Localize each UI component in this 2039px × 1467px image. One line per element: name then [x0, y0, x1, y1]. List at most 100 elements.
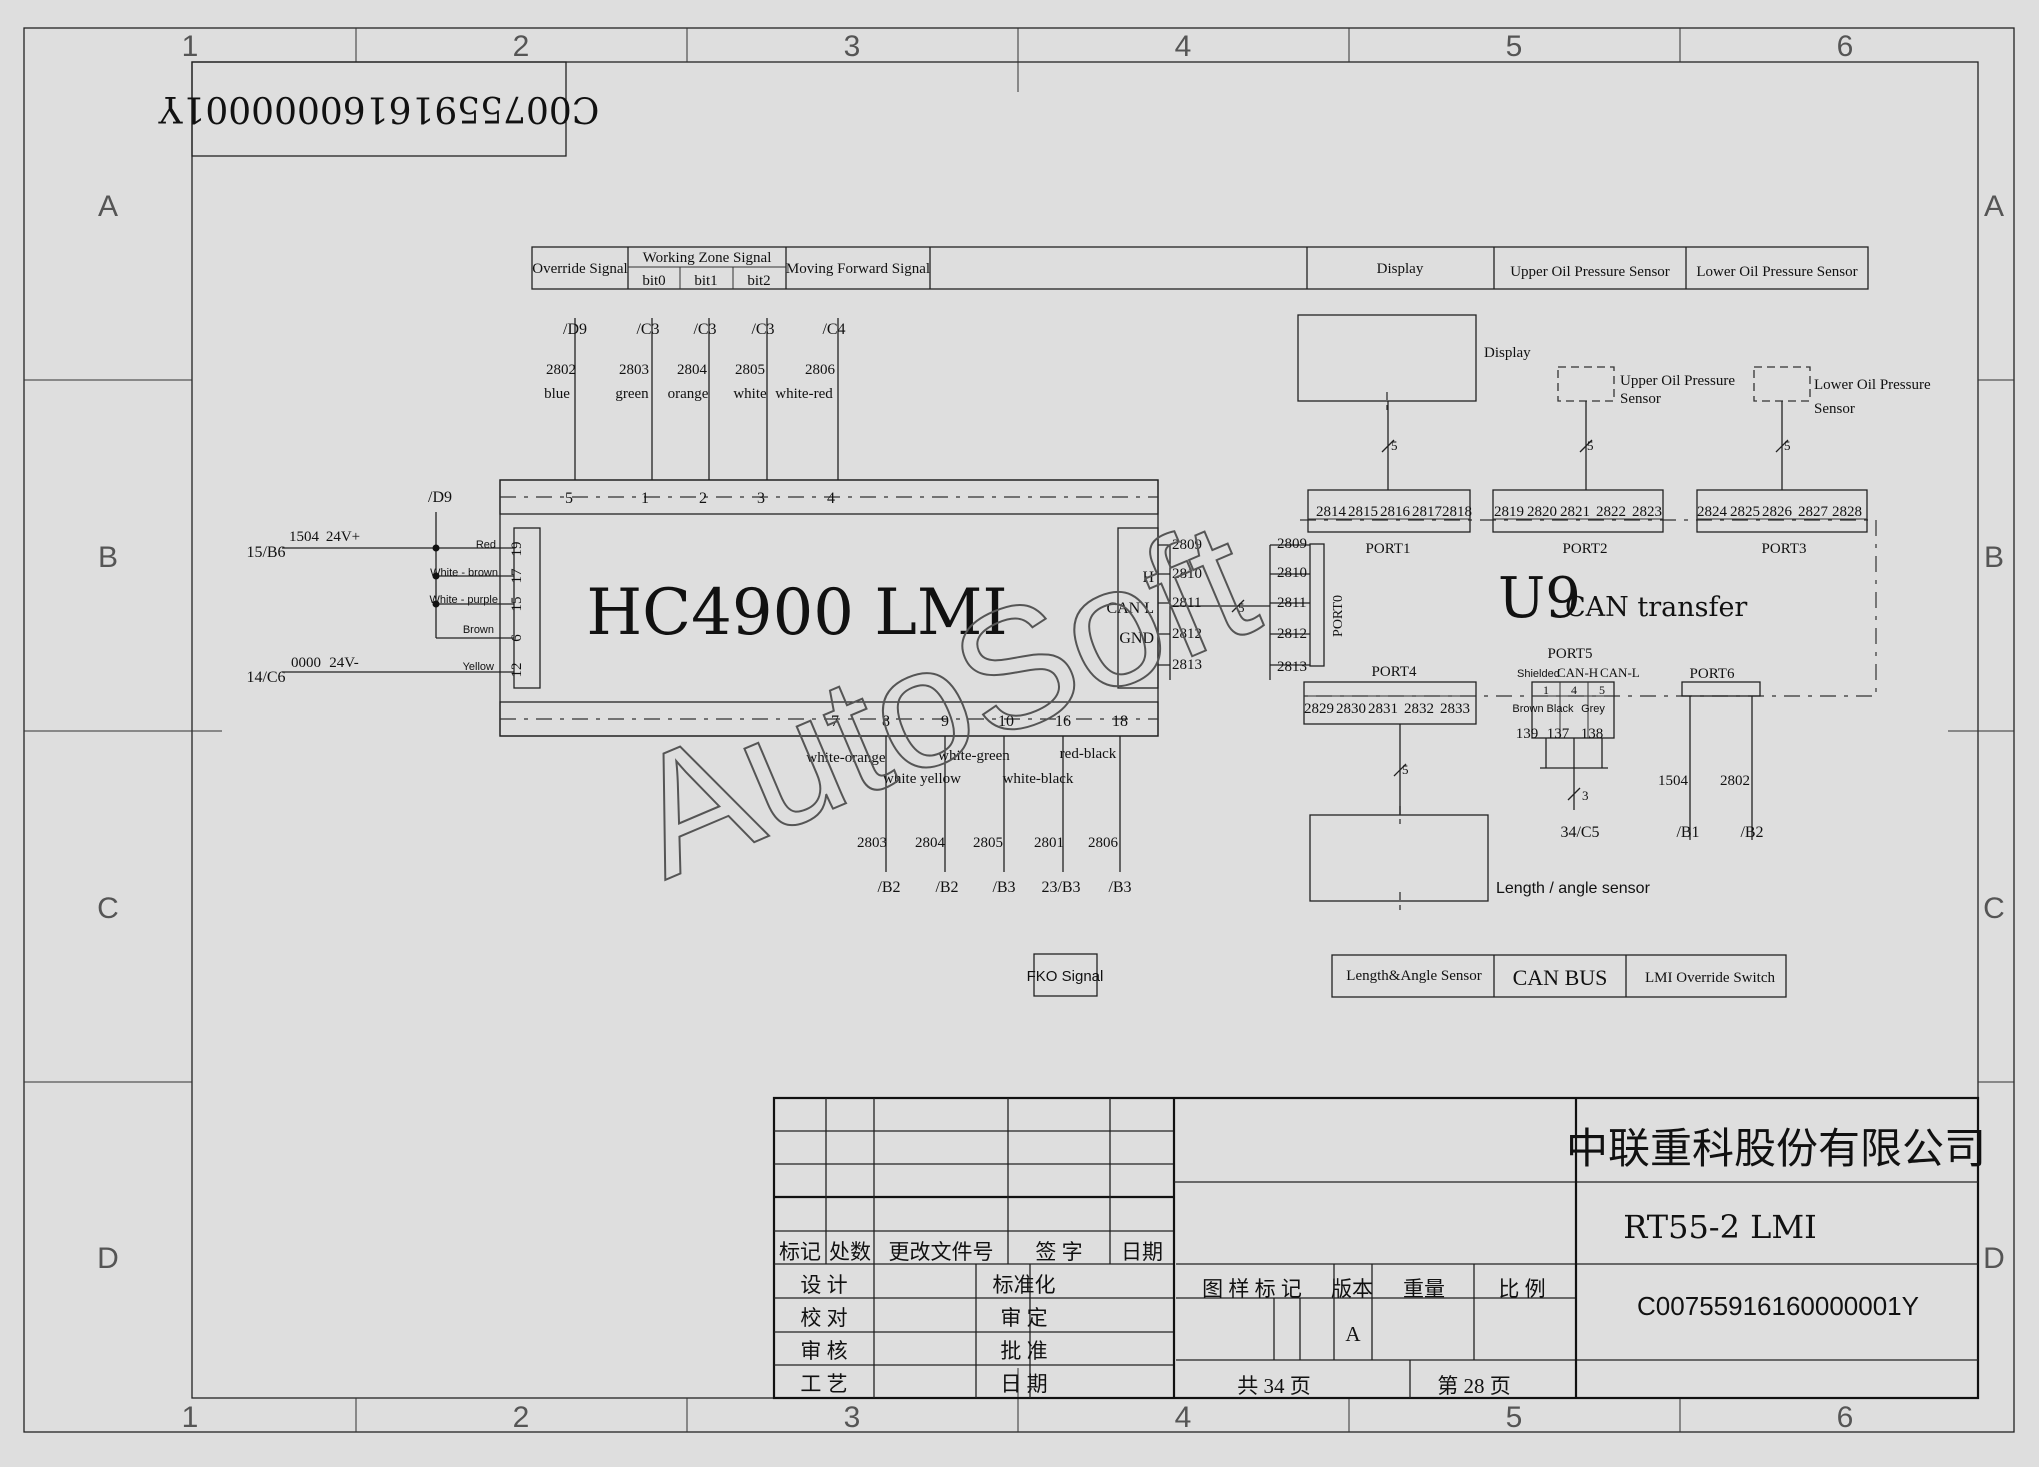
- power-in-plus-wire: 1504: [289, 529, 320, 545]
- fko-signal-box: FKO Signal: [1027, 953, 1104, 997]
- lmi-bottom-pin: 8: [882, 713, 890, 730]
- column-marker: 3: [844, 1401, 861, 1434]
- signal-ref: 23/B3: [1041, 879, 1080, 896]
- port6-wire-number: 2802: [1720, 773, 1750, 789]
- signoff-role: 设 计: [800, 1273, 847, 1297]
- drawing-name: RT55-2 LMI: [1623, 1208, 1817, 1246]
- lmi-can-wire: 2812: [1172, 626, 1202, 642]
- lmi-left-wire-color: White - purple: [430, 594, 498, 606]
- signal-ref: /B2: [877, 879, 900, 896]
- port3-label: PORT3: [1762, 541, 1807, 557]
- wire-number: 2805: [973, 835, 1003, 851]
- upper-oil-pressure-sensor: Upper Oil Pressure Sensor 5: [1557, 366, 1735, 490]
- lower-oil-pressure-sensor: Lower Oil Pressure Sensor 5: [1753, 366, 1931, 490]
- lmi-bottom-pin: 7: [831, 713, 839, 730]
- signal-ref: /B3: [992, 879, 1015, 896]
- power-in-minus-wire: 0000: [291, 655, 321, 671]
- signoff-role: 批 准: [1000, 1339, 1047, 1363]
- wire-color: white-orange: [806, 750, 885, 766]
- moving-forward-label: Moving Forward Signal: [786, 261, 930, 277]
- port5-pin: 4: [1571, 683, 1577, 697]
- column-marker: 4: [1175, 30, 1192, 63]
- total-pages: 共 34 页: [1237, 1374, 1311, 1398]
- row-marker: C: [1983, 892, 2005, 925]
- rev-header: 日期: [1121, 1240, 1163, 1264]
- u9-subtitle: CAN transfer: [1565, 592, 1747, 623]
- column-marker: 6: [1837, 30, 1854, 63]
- port2-pin: 2823: [1632, 504, 1662, 520]
- lmi-left-pin: 15: [509, 597, 525, 612]
- port5-wire-number: 139: [1516, 726, 1539, 742]
- port4-pin: 2830: [1336, 701, 1366, 717]
- signal-name-bar: Override Signal Working Zone Signal bit0…: [531, 246, 1869, 290]
- bit0-label: bit0: [642, 273, 665, 289]
- doc-header: 比 例: [1498, 1277, 1545, 1301]
- row-marker: A: [98, 190, 118, 223]
- version-value: A: [1345, 1322, 1361, 1346]
- signal-ref: /C3: [693, 321, 716, 338]
- lmi-can-wire: 2810: [1172, 566, 1202, 582]
- rev-header: 标记: [779, 1240, 821, 1264]
- port1-pin: 2816: [1380, 504, 1411, 520]
- column-marker: 5: [1506, 30, 1523, 63]
- doc-header: 重量: [1403, 1277, 1445, 1301]
- wire-color: white yellow: [883, 771, 961, 787]
- hc4900-lmi-controller: HC4900 LMI 5 1 2 3 4 19 17 15 6 12 Red W…: [430, 479, 1159, 737]
- port6-ref: /B2: [1740, 824, 1763, 841]
- lmi-bottom-pin: 18: [1112, 713, 1128, 730]
- signoff-role: 日 期: [1000, 1372, 1047, 1396]
- lmi-bottom-pin: 10: [998, 713, 1014, 730]
- upper-oil-conductor-count: 5: [1587, 438, 1594, 453]
- wire-color: blue: [544, 386, 570, 402]
- display-device: Display 5: [1297, 314, 1531, 490]
- lmi-pin: 5: [565, 490, 573, 507]
- lmi-can-wire: 2813: [1172, 657, 1202, 673]
- signal-ref: /C3: [751, 321, 774, 338]
- port5-conductor-count: 3: [1582, 788, 1589, 803]
- drawing-code-stamp: C00755916160000001Y: [157, 61, 599, 157]
- length-angle-sensor: 5 Length / angle sensor: [1309, 724, 1651, 910]
- lmi-can-label: CAN L: [1106, 600, 1154, 617]
- lmi-left-pin: 12: [509, 663, 525, 678]
- power-in-plus-voltage: 24V+: [326, 529, 360, 545]
- port2-pin: 2820: [1527, 504, 1557, 520]
- column-marker: 1: [182, 30, 199, 63]
- port5-ref: 34/C5: [1560, 824, 1599, 841]
- display-device-label: Display: [1484, 345, 1531, 361]
- u9-can-wire: 2813: [1277, 659, 1307, 675]
- lmi-pin: 2: [699, 490, 707, 507]
- port3-pin: 2827: [1798, 504, 1829, 520]
- lmi-bottom-pin: 16: [1055, 713, 1071, 730]
- lmi-left-pin: 17: [509, 568, 525, 584]
- port3-pin: 2824: [1697, 504, 1728, 520]
- wire-number: 2803: [857, 835, 887, 851]
- rev-header: 处数: [829, 1240, 871, 1264]
- lmi-can-wire: 2811: [1172, 595, 1201, 611]
- lmi-left-wire-color: Red: [476, 539, 496, 551]
- lmi-left-pin: 6: [509, 634, 525, 642]
- drawing-code: C00755916160000001Y: [1637, 1291, 1919, 1321]
- power-in-plus-ref: 15/B6: [246, 544, 285, 561]
- fko-signal-label: FKO Signal: [1027, 968, 1104, 985]
- u9-can-wire: 2810: [1277, 565, 1307, 581]
- port4-pin: 2829: [1304, 701, 1334, 717]
- lmi-left-wire-color: Yellow: [463, 661, 494, 673]
- power-ref: /D9: [428, 489, 452, 506]
- row-marker: B: [98, 541, 118, 574]
- port3-pin: 2826: [1762, 504, 1793, 520]
- wire-number: 2803: [619, 362, 649, 378]
- port5-pin: 5: [1599, 683, 1605, 697]
- signoff-role: 校 对: [800, 1306, 847, 1330]
- column-marker: 1: [182, 1401, 199, 1434]
- length-angle-device-label: Length / angle sensor: [1496, 880, 1651, 897]
- port1-pin: 2815: [1348, 504, 1378, 520]
- column-marker: 2: [513, 1401, 530, 1434]
- u9-can-wire: 2809: [1277, 536, 1307, 552]
- port1-label: PORT1: [1366, 541, 1411, 557]
- signoff-role: 标准化: [993, 1273, 1056, 1297]
- signoff-role: 审 核: [800, 1339, 847, 1363]
- lower-oil-device-label: Lower Oil Pressure: [1814, 377, 1931, 393]
- lmi-can-label: H: [1142, 569, 1154, 586]
- column-markers-bottom: 1 2 3 4 5 6: [182, 1401, 1854, 1434]
- port2-pin: 2822: [1596, 504, 1626, 520]
